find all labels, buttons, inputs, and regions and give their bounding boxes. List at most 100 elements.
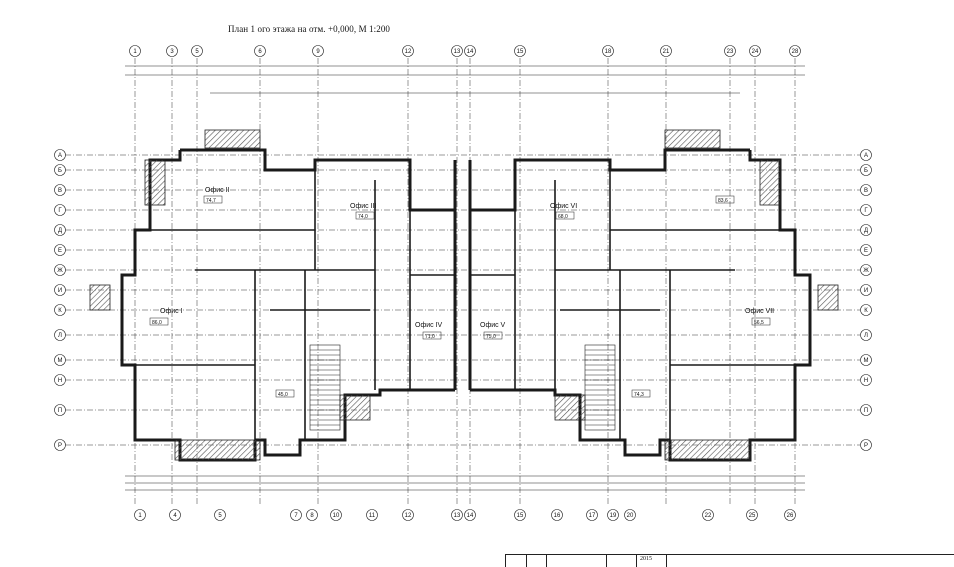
drawing-title: План 1 ого этажа на отм. +0,000, М 1:200 (228, 24, 391, 34)
svg-text:8: 8 (310, 513, 314, 519)
svg-text:Е: Е (58, 248, 62, 254)
title-block-stamp: 2015 (505, 554, 954, 567)
svg-text:71,0: 71,0 (425, 334, 435, 340)
svg-text:Г: Г (58, 208, 62, 214)
office-label: Офис V (480, 322, 506, 329)
staircases (309, 344, 616, 431)
axis-marker-bottom: 22 (702, 509, 714, 521)
svg-text:19: 19 (610, 513, 617, 519)
svg-text:12: 12 (405, 513, 412, 519)
svg-text:В: В (58, 188, 62, 194)
svg-text:К: К (864, 308, 868, 314)
axis-marker-right: Г (860, 204, 872, 216)
svg-text:13: 13 (454, 49, 461, 55)
svg-text:Ж: Ж (863, 268, 869, 274)
axis-marker-top: 18 (602, 45, 614, 57)
svg-text:24: 24 (752, 49, 759, 55)
svg-text:15: 15 (517, 49, 524, 55)
svg-text:Р: Р (58, 443, 62, 449)
axis-marker-right: В (860, 184, 872, 196)
svg-text:Д: Д (58, 228, 62, 234)
axis-marker-bottom: 4 (169, 509, 181, 521)
axis-marker-bottom: 26 (784, 509, 796, 521)
svg-text:Л: Л (864, 333, 868, 339)
svg-text:И: И (864, 288, 868, 294)
svg-text:83,6: 83,6 (718, 198, 728, 204)
axis-marker-left: Л (54, 329, 66, 341)
svg-text:23: 23 (727, 49, 734, 55)
room-tag: 68,0 (555, 211, 575, 220)
svg-text:Н: Н (864, 378, 868, 384)
axis-marker-top: 1 (129, 45, 141, 57)
axis-marker-bottom: 7 (290, 509, 302, 521)
axis-marker-bottom: 5 (214, 509, 226, 521)
axis-marker-left: М (54, 354, 66, 366)
wall-hatching (89, 129, 839, 461)
svg-text:18: 18 (605, 49, 612, 55)
room-tag: 74,0 (355, 211, 375, 220)
svg-text:22: 22 (705, 513, 712, 519)
svg-text:5: 5 (195, 49, 199, 55)
svg-text:Д: Д (864, 228, 868, 234)
svg-text:6: 6 (258, 49, 262, 55)
axis-marker-left: Е (54, 244, 66, 256)
svg-text:25: 25 (749, 513, 756, 519)
svg-text:5: 5 (218, 513, 222, 519)
room-tag: 56,5 (751, 317, 771, 326)
axis-marker-bottom: 13 (451, 509, 463, 521)
office-labels: Офис I Офис II Офис III Офис IV Офис V О… (160, 187, 774, 329)
svg-text:3: 3 (170, 49, 174, 55)
stamp-year: 2015 (640, 556, 652, 562)
room-tag: 45,0 (275, 389, 295, 398)
office-label: Офис II (205, 187, 230, 194)
room-tag: 74,3 (631, 389, 651, 398)
bottom-dimension-lines (125, 475, 805, 491)
svg-text:В: В (864, 188, 868, 194)
office-label: Офис VII (745, 308, 774, 315)
axis-marker-left: И (54, 284, 66, 296)
axis-marker-left: Г (54, 204, 66, 216)
svg-text:74,7: 74,7 (206, 198, 216, 204)
svg-text:М: М (864, 358, 869, 364)
axis-marker-bottom: 12 (402, 509, 414, 521)
room-tag: 71,0 (422, 331, 442, 340)
svg-text:17: 17 (589, 513, 596, 519)
axis-marker-bottom: 14 (464, 509, 476, 521)
svg-text:4: 4 (173, 513, 177, 519)
axis-marker-right: Р (860, 439, 872, 451)
axis-marker-top: 14 (464, 45, 476, 57)
axis-marker-right: И (860, 284, 872, 296)
svg-text:П: П (58, 408, 62, 414)
svg-text:56,5: 56,5 (754, 320, 764, 326)
room-tag: 75,0 (483, 331, 503, 340)
svg-text:Е: Е (864, 248, 868, 254)
axis-marker-left: Р (54, 439, 66, 451)
svg-text:Г: Г (864, 208, 868, 214)
svg-text:74,0: 74,0 (358, 214, 368, 220)
axis-marker-right: Б (860, 164, 872, 176)
svg-text:Н: Н (58, 378, 62, 384)
axis-marker-bottom: 19 (607, 509, 619, 521)
axis-marker-left: П (54, 404, 66, 416)
axis-marker-top: 12 (402, 45, 414, 57)
svg-text:Б: Б (864, 168, 868, 174)
axis-marker-top: 15 (514, 45, 526, 57)
svg-text:13: 13 (454, 513, 461, 519)
svg-text:45,0: 45,0 (278, 392, 288, 398)
office-label: Офис I (160, 308, 183, 315)
axis-marker-top: 5 (191, 45, 203, 57)
svg-text:21: 21 (663, 49, 670, 55)
svg-text:26: 26 (787, 513, 794, 519)
office-label: Офис IV (415, 322, 443, 329)
top-dimension-lines (125, 65, 805, 94)
svg-text:1: 1 (138, 513, 142, 519)
axis-marker-right: Е (860, 244, 872, 256)
axis-marker-top: 28 (789, 45, 801, 57)
svg-text:Р: Р (864, 443, 868, 449)
horizontal-grid-axes (65, 154, 860, 446)
